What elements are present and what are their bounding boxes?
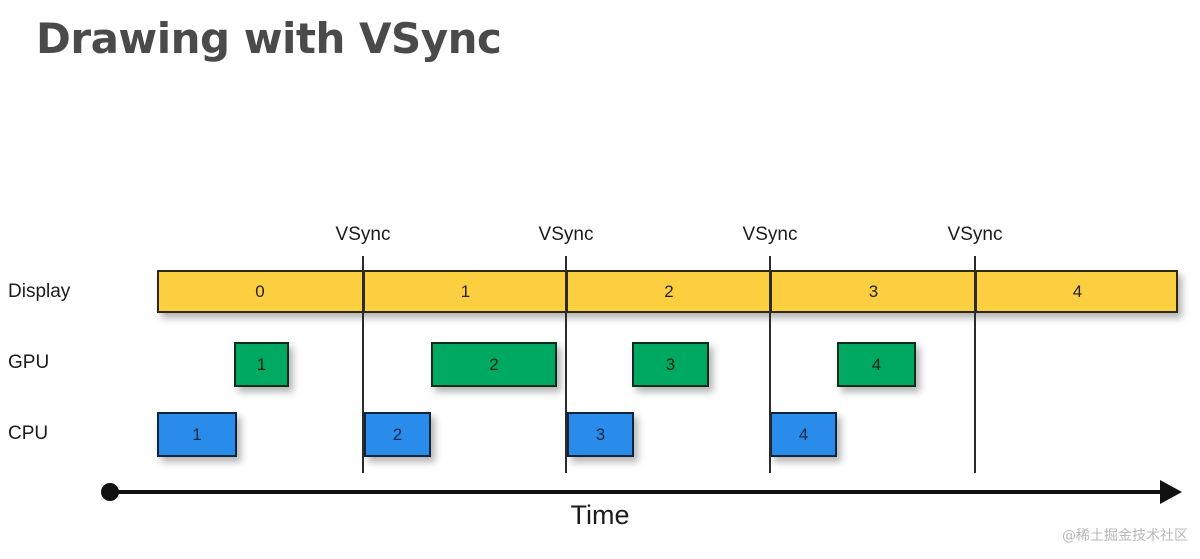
row-label-gpu: GPU [8, 352, 50, 373]
gpu-work-block: 3 [632, 342, 709, 387]
time-axis-line [110, 490, 1168, 494]
vsync-line-1 [362, 256, 364, 473]
vsync-label-2: VSync [538, 224, 594, 245]
display-frame-segment: 0 [255, 281, 265, 301]
page-title: Drawing with VSync [36, 14, 502, 63]
watermark: @稀土掘金技术社区 [1062, 528, 1188, 544]
vsync-line-4 [974, 256, 976, 473]
vsync-label-4: VSync [947, 224, 1003, 245]
cpu-work-block: 3 [567, 412, 634, 457]
vsync-label-3: VSync [742, 224, 798, 245]
gpu-work-block: 1 [234, 342, 289, 387]
display-frame-segment: 4 [975, 272, 1178, 311]
display-frame-segment: 1 [363, 272, 566, 311]
display-frame-segment: 3 [770, 272, 975, 311]
vsync-label-1: VSync [335, 224, 391, 245]
vsync-line-3 [769, 256, 771, 473]
row-label-display: Display [8, 281, 71, 302]
row-label-cpu: CPU [8, 423, 49, 444]
cpu-work-block: 1 [157, 412, 237, 457]
cpu-work-block: 2 [364, 412, 431, 457]
time-axis-label: Time [570, 500, 630, 530]
gpu-work-block: 2 [431, 342, 557, 387]
gpu-work-block: 4 [837, 342, 916, 387]
vsync-line-2 [565, 256, 567, 473]
cpu-work-block: 4 [770, 412, 837, 457]
display-frame-segment: 2 [566, 272, 770, 311]
time-axis-arrow-icon [1160, 480, 1182, 504]
